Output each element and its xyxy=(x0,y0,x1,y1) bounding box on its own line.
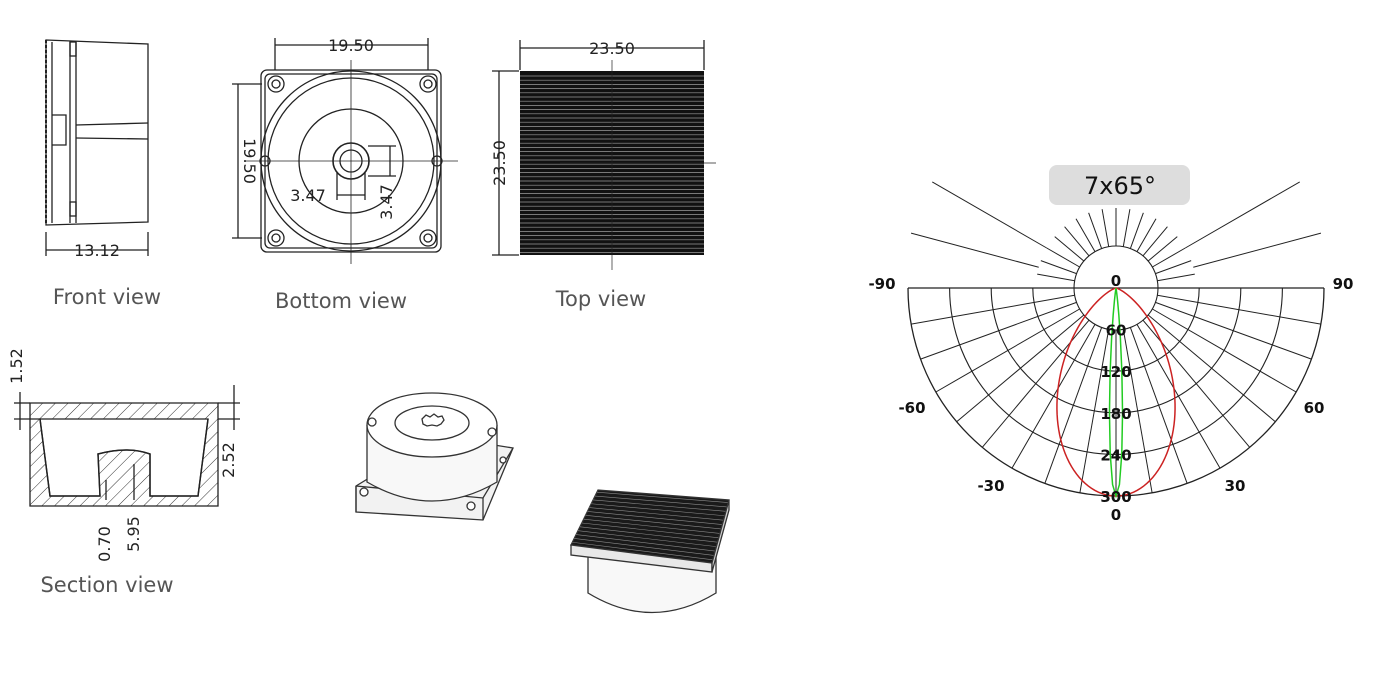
iso-groove-line xyxy=(581,522,719,539)
iso-groove-line xyxy=(587,511,723,525)
radial-label: 120 xyxy=(1100,363,1131,381)
angle-label-90: 90 xyxy=(1333,275,1354,293)
polar-upper-spoke xyxy=(1155,260,1192,275)
polar-upper-spoke xyxy=(1147,236,1178,262)
polar-upper-spoke xyxy=(1046,247,1080,268)
radial-label: 0 xyxy=(1111,272,1121,290)
iso-groove-line xyxy=(595,495,728,508)
angle-label-30: 30 xyxy=(1225,477,1246,495)
polar-spoke xyxy=(935,308,1080,393)
front-view-label: Front view xyxy=(53,285,161,309)
polar-spoke xyxy=(981,319,1090,448)
iso-groove-line xyxy=(577,530,717,547)
iso-groove-line xyxy=(596,491,729,503)
polar-upper-spoke xyxy=(1054,236,1085,262)
angle-label-minus-90: -90 xyxy=(868,275,895,293)
beam-title-badge xyxy=(1049,165,1190,205)
angle-label-minus-60: -60 xyxy=(898,399,925,417)
polar-spoke xyxy=(1142,319,1251,448)
polar-spoke xyxy=(956,314,1085,423)
isometric-bottom-view xyxy=(355,392,514,521)
section-dim-4: 5.95 xyxy=(124,516,143,552)
top-height-dim: 23.50 xyxy=(490,140,509,186)
polar-upper-spoke xyxy=(1075,218,1096,252)
polar-spoke xyxy=(1011,324,1096,469)
iso-groove-line xyxy=(593,499,726,512)
polar-edge-spoke xyxy=(932,181,1047,249)
iso-groove-line xyxy=(576,534,716,552)
polar-diagram xyxy=(907,181,1325,499)
polar-upper-spoke xyxy=(1040,260,1077,275)
iso-groove-line xyxy=(572,541,713,561)
section-dim-2: 2.52 xyxy=(219,442,238,478)
polar-spoke xyxy=(1129,327,1188,484)
top-view xyxy=(492,40,716,270)
polar-spoke xyxy=(1044,327,1103,484)
angle-label-0: 0 xyxy=(1111,506,1121,524)
iso-groove-line xyxy=(589,507,724,521)
polar-edge-spoke xyxy=(1193,232,1322,268)
polar-upper-spoke xyxy=(1088,212,1103,249)
radial-label: 60 xyxy=(1106,322,1127,340)
polar-upper-spoke xyxy=(1152,247,1186,268)
polar-spoke xyxy=(1079,329,1110,493)
polar-spoke xyxy=(1155,301,1312,360)
angle-label-60: 60 xyxy=(1304,399,1325,417)
bottom-view-label: Bottom view xyxy=(275,289,407,313)
angle-label-minus-30: -30 xyxy=(977,477,1004,495)
section-view-label: Section view xyxy=(40,573,173,597)
bottom-width-dim: 19.50 xyxy=(328,36,374,55)
polar-edge-spoke xyxy=(1185,181,1300,249)
section-dim-1: 1.52 xyxy=(7,348,26,384)
radial-label: 300 xyxy=(1100,488,1131,506)
radial-labels: 0 60 120 180 240 300 xyxy=(1100,272,1131,506)
iso-groove-line xyxy=(583,518,721,534)
radial-label: 240 xyxy=(1100,446,1131,464)
bottom-inner-width-dim: 3.47 xyxy=(290,186,326,205)
beam-curve-narrow xyxy=(1108,287,1124,499)
bottom-height-dim: 19.50 xyxy=(240,138,259,184)
polar-edge-spoke xyxy=(910,232,1039,268)
polar-upper-spoke xyxy=(1122,209,1131,247)
polar-spoke xyxy=(1147,314,1276,423)
radial-label: 180 xyxy=(1100,405,1131,423)
polar-upper-spoke xyxy=(1037,273,1075,282)
iso-groove-line xyxy=(585,515,722,530)
bottom-view xyxy=(232,38,458,264)
polar-upper-spoke xyxy=(1136,218,1157,252)
front-view xyxy=(45,39,149,256)
iso-groove-line xyxy=(574,538,715,556)
isometric-top-view xyxy=(570,489,730,614)
polar-upper-spoke xyxy=(1064,226,1090,257)
polar-upper-spoke xyxy=(1101,209,1110,247)
polar-spoke xyxy=(1157,294,1321,325)
polar-upper-spoke xyxy=(1142,226,1168,257)
top-width-dim: 23.50 xyxy=(589,39,635,58)
section-view xyxy=(14,385,240,507)
polar-spoke xyxy=(911,294,1075,325)
polar-spoke xyxy=(920,301,1077,360)
polar-spoke xyxy=(1122,329,1153,493)
polar-spoke xyxy=(1152,308,1297,393)
section-dim-3: 0.70 xyxy=(95,526,114,562)
iso-groove-line xyxy=(591,503,725,517)
polar-upper-spoke xyxy=(1157,273,1195,282)
polar-upper-spoke xyxy=(1129,212,1144,249)
front-width-dim: 13.12 xyxy=(74,241,120,260)
polar-spoke xyxy=(1136,324,1221,469)
iso-groove-line xyxy=(579,526,718,543)
bottom-inner-height-dim: 3.47 xyxy=(377,184,396,220)
top-view-label: Top view xyxy=(555,287,646,311)
beam-title: 7x65° xyxy=(1084,172,1156,200)
